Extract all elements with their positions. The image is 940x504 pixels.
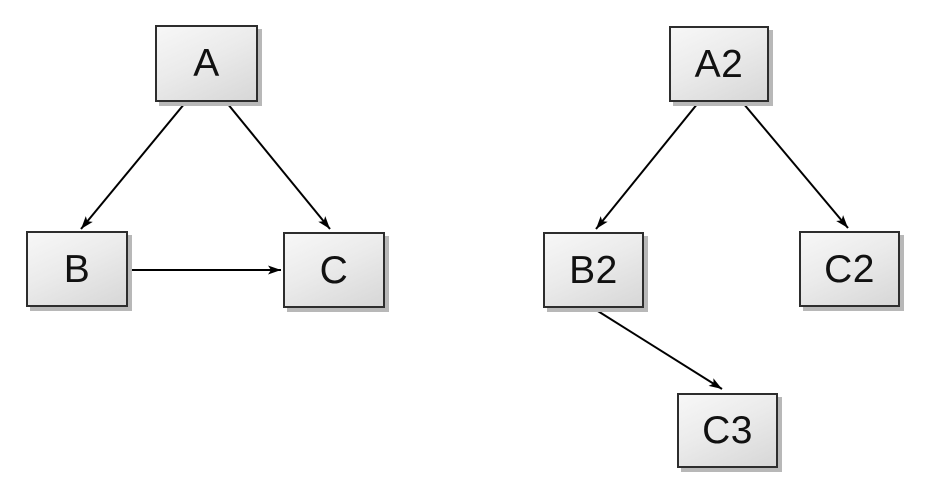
node-B[interactable]: B [26, 231, 128, 307]
edge-A2-B2 [595, 102, 699, 230]
node-label: C3 [702, 409, 753, 452]
node-label: B2 [569, 248, 618, 292]
edge-A-B [80, 102, 186, 230]
edge-A2-C2 [742, 102, 849, 229]
edge-B2-C3 [592, 307, 723, 390]
node-label: C2 [824, 247, 875, 291]
node-label: A2 [694, 42, 744, 86]
node-label: C [319, 248, 349, 292]
node-A[interactable]: A [155, 25, 258, 102]
node-C3[interactable]: C3 [677, 393, 778, 468]
edge-A-C [226, 102, 331, 230]
node-B2[interactable]: B2 [543, 232, 644, 308]
node-A2[interactable]: A2 [669, 26, 769, 102]
node-C2[interactable]: C2 [799, 231, 900, 307]
node-label: B [63, 247, 91, 291]
node-C[interactable]: C [283, 232, 385, 308]
node-label: A [193, 42, 220, 85]
